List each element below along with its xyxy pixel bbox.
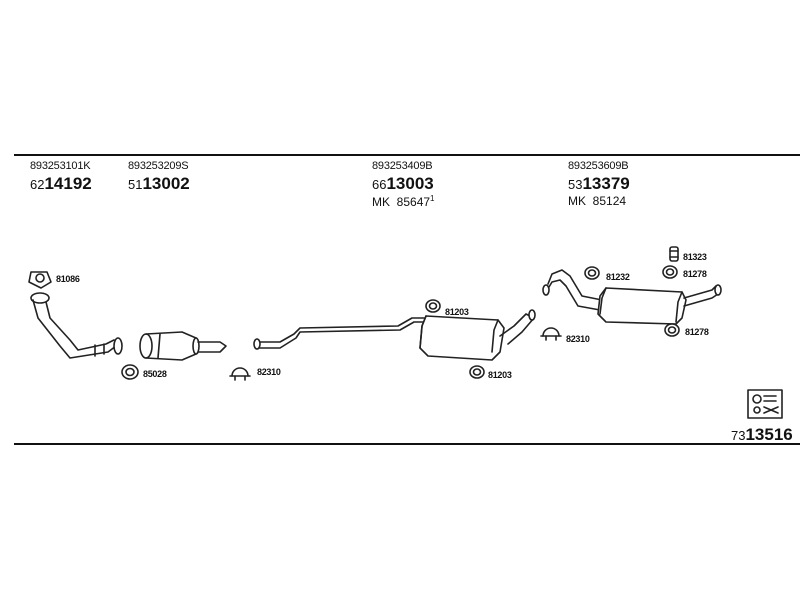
clamp-82310-icon [229,367,251,381]
part-label-81203-bottom: 81203 [488,370,512,380]
part-label-81323: 81323 [683,252,707,262]
part-label-82310-a: 82310 [257,367,281,377]
assembly-kit-icon [747,389,783,419]
part-number-4-main: 13379 [582,174,630,193]
ring-81278-top-icon [662,265,678,279]
part-number-4: 5313379 [568,174,630,194]
bushing-81323-icon [669,246,679,262]
mount-81203-bottom-icon [469,365,485,379]
mk-number-4-main: 85124 [592,194,627,208]
gasket-81086-icon [28,271,52,289]
front-silencer-icon [139,331,227,361]
part-number-3-main: 13003 [386,174,434,193]
mk-number-3: MK 856471 [372,194,435,209]
part-label-81278-top: 81278 [683,269,707,279]
part-number-2: 5113002 [128,174,190,194]
part-label-85028: 85028 [143,369,167,379]
oe-number-4: 893253609B [568,160,629,172]
bottom-rule [14,443,800,445]
rear-silencer-icon [542,269,722,325]
part-number-2-prefix: 51 [128,177,143,192]
part-number-1-main: 14192 [44,174,92,193]
mk-number-4: MK 85124 [568,194,626,208]
oe-number-1: 893253101K [30,160,91,172]
mount-81232-icon [584,266,600,280]
mount-81203-top-icon [425,299,441,313]
mk-number-4-prefix: MK [568,194,586,208]
gasket-85028-icon [121,364,139,380]
mk-number-3-main: 85647 [396,195,431,209]
kit-part-number-prefix: 73 [731,428,746,443]
oe-number-3: 893253409B [372,160,433,172]
part-number-3-prefix: 66 [372,177,387,192]
part-number-1-prefix: 62 [30,177,45,192]
front-pipe-icon [30,292,123,359]
middle-pipe-icon [253,317,425,350]
kit-part-number-main: 13516 [745,425,793,444]
part-label-81086: 81086 [56,274,80,284]
part-number-2-main: 13002 [142,174,190,193]
clamp-82310-b-icon [540,327,562,341]
part-label-82310-b: 82310 [566,334,590,344]
part-label-81203-top: 81203 [445,307,469,317]
part-number-1: 6214192 [30,174,92,194]
oe-number-2: 893253209S [128,160,189,172]
mk-number-3-prefix: MK [372,195,390,209]
mk-number-3-sup: 1 [430,194,435,203]
part-label-81232: 81232 [606,272,630,282]
top-rule [14,154,800,156]
part-number-3: 6613003 [372,174,434,194]
kit-part-number: 7313516 [731,425,793,445]
part-number-4-prefix: 53 [568,177,583,192]
middle-silencer-icon [419,309,536,361]
part-label-81278-bottom: 81278 [685,327,709,337]
ring-81278-bottom-icon [664,323,680,337]
